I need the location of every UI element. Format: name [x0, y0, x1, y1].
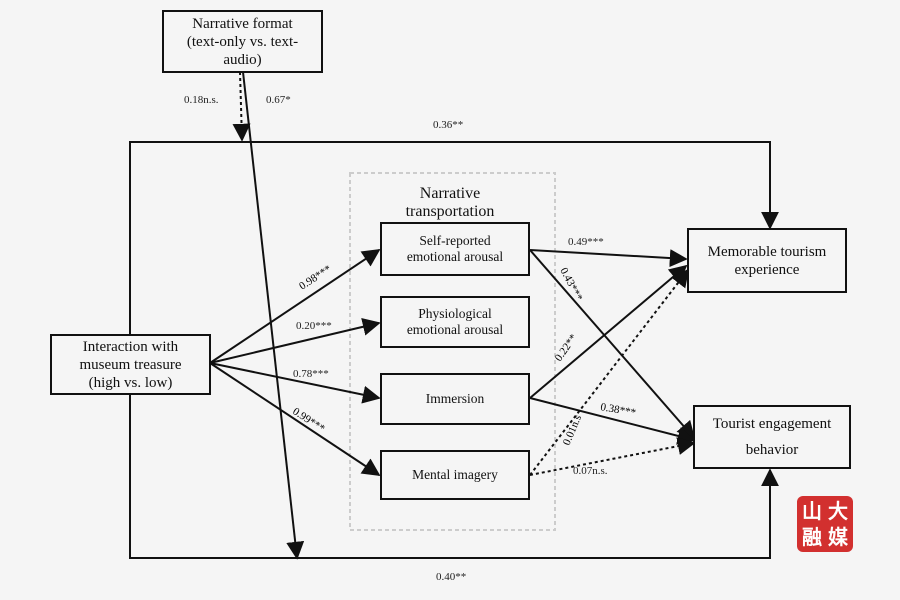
immersion-text: Immersion: [425, 391, 485, 406]
physiological-box: Physiological emotional arousal: [380, 296, 530, 348]
interaction-text: Interaction with museum treasure (high v…: [79, 338, 182, 391]
self-reported-text: Self-reported emotional arousal: [406, 233, 504, 264]
arrow-bottom-direct: [129, 395, 779, 559]
logo-char-3: 融: [802, 525, 822, 549]
self-reported-box: Self-reported emotional arousal: [380, 222, 530, 276]
coef-top-direct: 0.36**: [433, 119, 464, 131]
coef-mental-to-teb: 0.07n.s.: [573, 465, 608, 477]
tourist-engagement-text: Tourist engagement behavior: [712, 416, 832, 458]
coef-self-to-mte: 0.49***: [568, 236, 604, 248]
media-logo: 山 大 融 媒: [797, 496, 853, 552]
arrow-to-physiological: [209, 317, 381, 364]
narrative-format-text: Narrative format (text-only vs. text- au…: [186, 15, 299, 68]
arrow-self-to-teb: [529, 249, 696, 440]
mental-imagery-box: Mental imagery: [380, 450, 530, 500]
narrative-transportation-title: Narrative transportation: [405, 185, 495, 220]
arrow-mental-to-teb: [529, 437, 696, 476]
physiological-text: Physiological emotional arousal: [406, 306, 504, 337]
memorable-experience-box: Memorable tourism experience: [687, 228, 847, 293]
coef-to-self-reported: 0.98***: [297, 263, 334, 293]
arrow-to-immersion: [209, 362, 381, 404]
interaction-box: Interaction with museum treasure (high v…: [50, 334, 211, 395]
coef-nf-star: 0.67*: [266, 94, 291, 106]
coef-bottom-direct: 0.40**: [436, 571, 467, 583]
arrow-immersion-to-mte: [529, 264, 688, 399]
coef-nf-ns: 0.18n.s.: [184, 94, 219, 106]
arrow-top-direct: [129, 141, 779, 335]
narrative-transportation-group: [349, 172, 556, 531]
logo-char-4: 媒: [828, 525, 848, 549]
immersion-box: Immersion: [380, 373, 530, 425]
arrow-nf-dashed: [232, 71, 251, 142]
arrow-self-to-mte: [529, 249, 688, 268]
mental-imagery-text: Mental imagery: [412, 467, 498, 482]
logo-char-1: 山: [802, 499, 822, 523]
coef-to-immersion: 0.78***: [293, 368, 329, 380]
coef-to-physiological: 0.20***: [296, 320, 332, 332]
arrow-immersion-to-teb: [529, 397, 696, 445]
tourist-engagement-box: Tourist engagement behavior: [693, 405, 851, 469]
arrow-to-self-reported: [209, 248, 381, 364]
arrow-nf-solid: [242, 71, 305, 560]
arrow-mental-to-mte: [529, 268, 690, 476]
logo-char-2: 大: [828, 499, 848, 523]
memorable-experience-text: Memorable tourism experience: [707, 243, 827, 278]
arrow-to-mental-imagery: [209, 362, 381, 476]
narrative-format-box: Narrative format (text-only vs. text- au…: [162, 10, 323, 73]
